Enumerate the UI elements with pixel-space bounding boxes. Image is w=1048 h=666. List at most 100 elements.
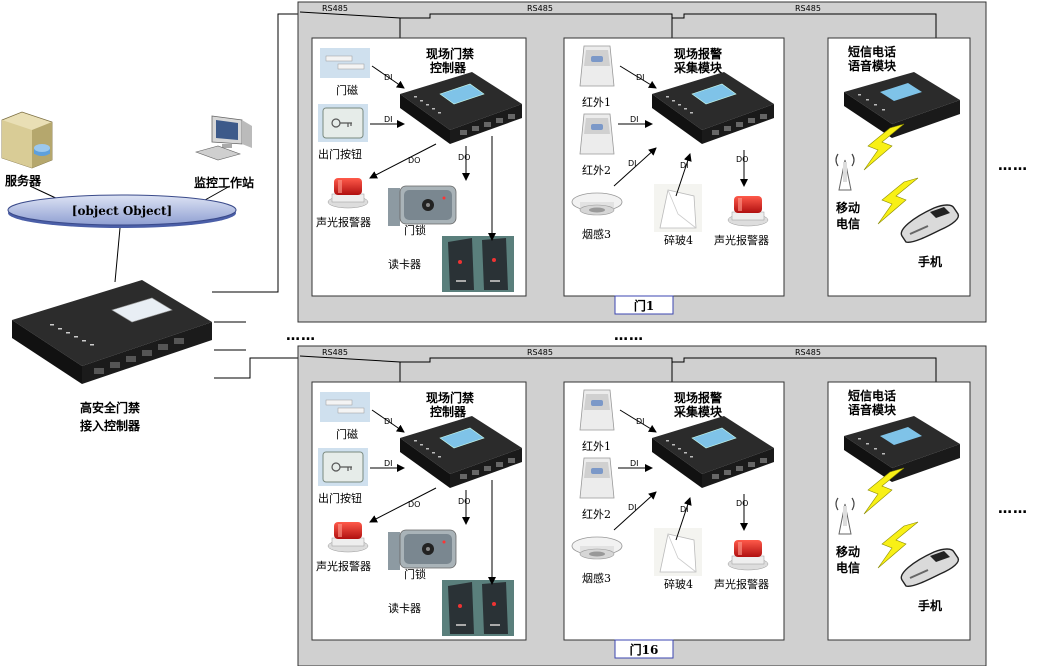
glass-break-label: 碎玻4: [664, 233, 693, 247]
alarm-module-title-1: 现场报警: [674, 390, 722, 405]
exit-button-icon: [317, 103, 369, 143]
sms-title-1: 短信电话: [848, 388, 896, 403]
di-label: DI: [630, 459, 639, 468]
card-reader-icon: [442, 580, 514, 636]
di-label: DI: [636, 417, 645, 426]
sms-title-2: 语音模块: [848, 58, 897, 73]
ir2-icon: [579, 457, 615, 499]
door-contact-label: 门磁: [336, 83, 358, 97]
module-alarm-label: 声光报警器: [714, 233, 769, 247]
server-node: 服务器: [1, 111, 53, 188]
di-label: DI: [384, 73, 393, 82]
door-contact-icon: [319, 391, 371, 423]
di-label: DI: [384, 115, 393, 124]
card-reader-label: 读卡器: [388, 601, 421, 615]
main-controller: 高安全门禁 接入控制器: [11, 279, 213, 433]
do-label: DO: [458, 153, 470, 162]
main-controller-icon: [11, 279, 213, 385]
door-lock-icon: [387, 529, 457, 571]
card-reader-icon: [442, 236, 514, 292]
main-bus-lines: [212, 13, 300, 379]
workstation-label: 监控工作站: [194, 175, 254, 190]
rs485-bus: [299, 355, 937, 384]
do-label: DO: [408, 156, 420, 165]
do-label: DO: [736, 499, 748, 508]
di-label: DI: [628, 159, 637, 168]
main-controller-label-1: 高安全门禁: [80, 400, 140, 415]
ir2-label: 红外2: [582, 164, 611, 177]
rs485-bus: [299, 11, 937, 40]
main-controller-label-2: 接入控制器: [80, 418, 141, 433]
access-title-2: 控制器: [430, 60, 467, 75]
access-alarm-label: 声光报警器: [316, 559, 371, 573]
tower-label-2: 电信: [836, 560, 860, 575]
ellipsis-top-right: ……: [998, 158, 1028, 174]
access-alarm-label: 声光报警器: [316, 215, 371, 229]
glass-break-label: 碎玻4: [664, 577, 693, 591]
smoke-label: 烟感3: [582, 227, 611, 241]
phone-label: 手机: [918, 254, 942, 269]
access-title-1: 现场门禁: [426, 390, 474, 405]
rs485-label-3: RS485: [795, 4, 821, 13]
door-label: 门16: [630, 642, 659, 657]
server-icon: [1, 111, 53, 169]
ir1-icon: [579, 45, 615, 87]
server-label: 服务器: [5, 173, 42, 188]
di-label: DI: [680, 505, 689, 514]
ir2-label: 红外2: [582, 508, 611, 521]
tower-label-2: 电信: [836, 216, 860, 231]
exit-button-label: 出门按钮: [318, 491, 362, 505]
do-label: DO: [458, 497, 470, 506]
di-label: DI: [636, 73, 645, 82]
door-lock-label: 门锁: [404, 223, 426, 237]
ir2-icon: [579, 113, 615, 155]
exit-button-icon: [317, 447, 369, 487]
ellipsis-mid-left: ……: [286, 328, 316, 344]
door-lock-icon: [387, 185, 457, 227]
alarm-module-title-2: 采集模块: [673, 60, 723, 75]
di-label: DI: [384, 459, 393, 468]
rs485-label-2: RS485: [527, 348, 553, 357]
network-label: [object Object]: [72, 204, 172, 218]
ellipsis-bottom-right: ……: [998, 501, 1028, 517]
exit-button-label: 出门按钮: [318, 147, 362, 161]
module-alarm-label: 声光报警器: [714, 577, 769, 591]
sms-title-1: 短信电话: [848, 44, 896, 59]
rs485-label-3: RS485: [795, 348, 821, 357]
di-label: DI: [680, 161, 689, 170]
sms-title-2: 语音模块: [848, 402, 897, 417]
door-contact-label: 门磁: [336, 427, 358, 441]
phone-label: 手机: [918, 598, 942, 613]
ellipsis-mid-right: ……: [614, 328, 644, 344]
workstation-node: 监控工作站: [194, 115, 254, 190]
door-lock-label: 门锁: [404, 567, 426, 581]
rs485-label-2: RS485: [527, 4, 553, 13]
ir1-label: 红外1: [582, 96, 611, 109]
door-label: 门1: [634, 298, 654, 313]
tower-label-1: 移动: [836, 200, 860, 215]
access-title-1: 现场门禁: [426, 46, 474, 61]
di-label: DI: [384, 417, 393, 426]
do-label: DO: [408, 500, 420, 509]
access-title-2: 控制器: [430, 404, 467, 419]
do-label: DO: [736, 155, 748, 164]
alarm-module-title-1: 现场报警: [674, 46, 722, 61]
card-reader-label: 读卡器: [388, 257, 421, 271]
workstation-icon: [195, 115, 253, 161]
ir1-label: 红外1: [582, 440, 611, 453]
rs485-label-1: RS485: [322, 4, 348, 13]
smoke-label: 烟感3: [582, 571, 611, 585]
tcpip-network: [object Object]: [7, 194, 237, 228]
rs485-label-1: RS485: [322, 348, 348, 357]
di-label: DI: [630, 115, 639, 124]
alarm-module-title-2: 采集模块: [673, 404, 723, 419]
